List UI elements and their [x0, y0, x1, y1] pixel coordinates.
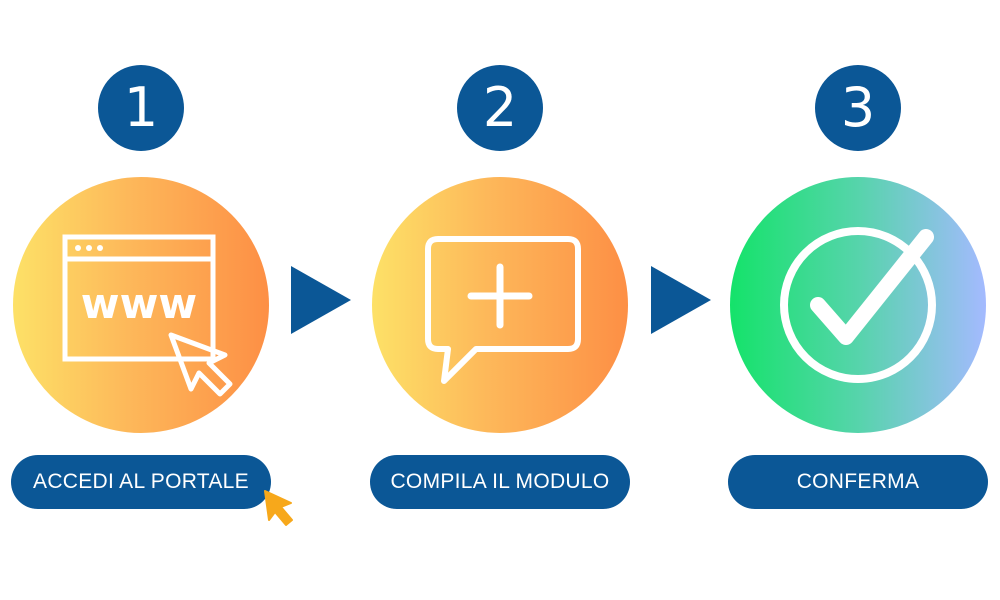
step-number-badge: 1	[98, 65, 184, 151]
accedi-portale-button[interactable]: ACCEDI AL PORTALE	[11, 455, 271, 509]
compila-modulo-button[interactable]: COMPILA IL MODULO	[370, 455, 630, 509]
cursor-icon	[264, 490, 293, 526]
step-1: 1 www ACCEDI AL PORTALE	[11, 0, 293, 600]
step-number-badge: 3	[815, 65, 901, 151]
www-text: www	[81, 279, 197, 328]
mouse-pointer-icon	[168, 332, 233, 397]
check-circle-icon	[780, 227, 936, 383]
chat-plus-icon	[425, 236, 581, 384]
step-number-badge: 2	[457, 65, 543, 151]
step-3: 3 CONFERMA	[728, 0, 988, 600]
step-icon-circle: www	[13, 177, 269, 433]
conferma-button[interactable]: CONFERMA	[728, 455, 988, 509]
step-icon-circle	[372, 177, 628, 433]
web-browser-icon: www	[62, 234, 233, 397]
step-2: 2 COMPILA IL MODULO	[370, 0, 630, 600]
next-arrow-icon	[291, 266, 351, 334]
step-icon-circle	[730, 177, 986, 433]
next-arrow-icon	[651, 266, 711, 334]
